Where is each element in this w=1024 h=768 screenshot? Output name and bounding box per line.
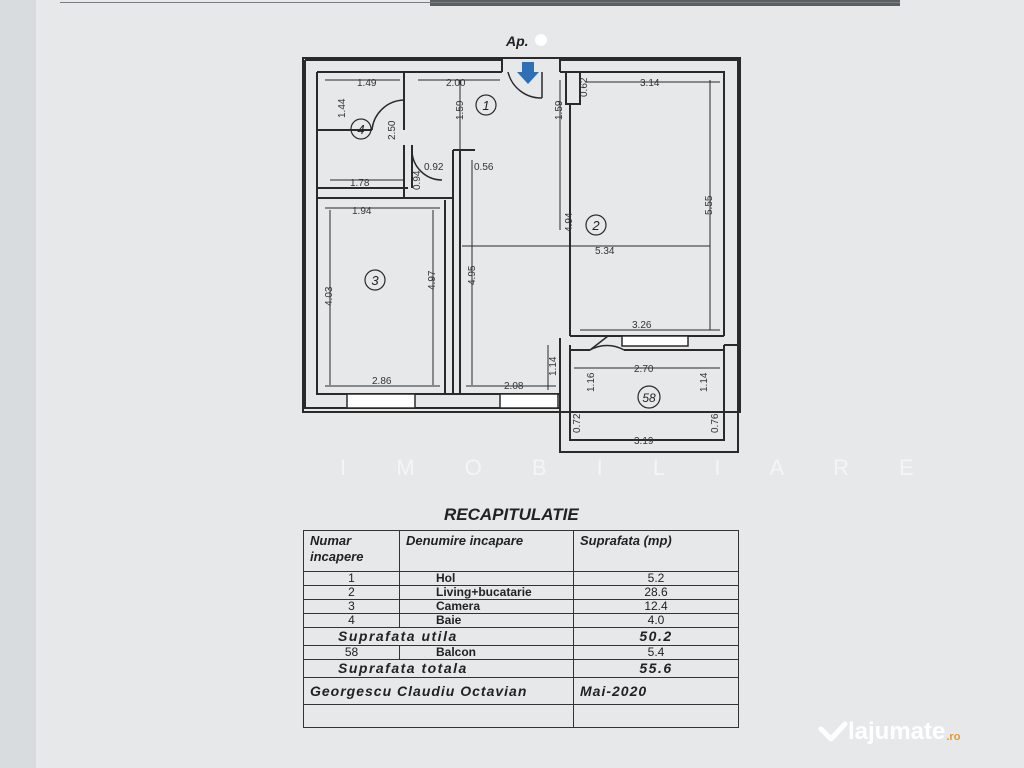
room-markers [350,94,661,409]
door-swings [371,71,625,351]
dim-liv-l: 4.95 [467,265,478,285]
blank-cell [303,704,574,728]
redaction-blur [535,34,547,46]
cell-area: 12.4 [573,599,739,614]
dim-bal-r: 1.14 [699,372,710,392]
cell-name: Camera [399,599,574,614]
brand-suffix: .ro [946,731,961,743]
total-row: Suprafata totala 55.6 [303,659,739,678]
cell-area: 28.6 [573,585,739,600]
dimension-lines [325,79,720,441]
floor-plan: Ap. 1.49 2.00 3.14 1.78 0.92 0.56 1.94 5… [302,33,741,453]
dim-liv-bot2: 2.08 [504,381,524,392]
cell-name: Balcon [399,645,574,660]
dim-door-bath: 2.50 [387,120,398,140]
dim-liv-h: 4.94 [564,212,575,232]
room-3-number: 3 [371,273,379,288]
dim-bal-l: 1.14 [548,356,559,376]
dim-bath-b: 1.78 [350,178,370,189]
cell-name: Hol [399,571,574,586]
dim-pillar: 0.62 [579,77,590,97]
room-4-number: 4 [357,122,364,137]
dim-liv-r: 5.55 [704,195,715,215]
entrance-arrow-icon [517,62,539,84]
lajumate-logo[interactable]: lajumate.ro [818,718,960,746]
room-2-number: 2 [591,218,600,233]
util-value: 50.2 [573,627,739,646]
recap-table: Numar incapere Denumire incapare Suprafa… [303,530,739,728]
total-value: 55.6 [573,659,739,678]
dim-bath-w: 1.49 [357,78,377,89]
cell-name: Living+bucatarie [399,585,574,600]
dim-bal-in: 1.16 [586,372,597,392]
balcony-row: 58 Balcon 5.4 [303,645,739,660]
author-row: Georgescu Claudiu Octavian Mai-2020 [303,677,739,705]
total-label: Suprafata totala [303,659,574,678]
cell-num: 4 [303,613,400,628]
cell-area: 5.2 [573,571,739,586]
watermark-text: I M O B I L I A R E [340,455,936,480]
table-row: 3 Camera 12.4 [303,599,739,614]
util-row: Suprafata utila 50.2 [303,627,739,646]
header-numar: Numar incapere [303,530,400,572]
cell-num: 3 [303,599,400,614]
recap-title: RECAPITULATIE [444,505,579,524]
author-name: Georgescu Claudiu Octavian [303,677,574,705]
cell-area: 4.0 [573,613,739,628]
dim-room-l: 4.03 [324,286,335,306]
cell-name: Baie [399,613,574,628]
heart-check-icon [818,721,848,742]
dim-liv-bot: 3.26 [632,320,652,331]
cell-num: 2 [303,585,400,600]
room-1-number: 1 [482,98,489,113]
dim-room-r: 4.97 [427,270,438,290]
blank-row [303,704,739,728]
apartment-label: Ap. [505,33,529,49]
cell-num: 58 [303,645,400,660]
top-border-bar [430,0,900,6]
dim-door-rm: 0.94 [412,170,423,190]
room-58-number: 58 [642,391,656,405]
windows [346,335,689,409]
dimension-labels: 1.49 2.00 3.14 1.78 0.92 0.56 1.94 5.34 … [350,78,660,447]
room-numbers: 1 2 3 4 58 [357,98,656,405]
table-row: 1 Hol 5.2 [303,571,739,586]
cell-area: 5.4 [573,645,739,660]
dim-bal-rr: 0.76 [710,413,721,433]
blank-cell [573,704,739,728]
top-border-line [60,2,900,3]
dim-hall-h: 1.59 [455,100,466,120]
dim-bal-bot: 3.19 [634,436,654,447]
header-denumire: Denumire incapare [399,530,574,572]
dim-bal-top: 2.70 [634,364,654,375]
table-row: 2 Living+bucatarie 28.6 [303,585,739,600]
dim-room-bot: 2.86 [372,376,392,387]
dim-hall-b: 0.92 [424,162,444,173]
header-suprafata: Suprafata (mp) [573,530,739,572]
dim-liv-top: 1.59 [554,100,565,120]
cell-num: 1 [303,571,400,586]
document-date: Mai-2020 [573,677,739,705]
dim-bal-ll: 0.72 [572,413,583,433]
dimension-labels-vertical: 1.44 2.50 1.59 1.59 0.62 0.94 4.94 5.55 … [324,77,721,433]
brand-name: lajumate [848,718,946,745]
dim-hall-w: 2.00 [446,78,466,89]
dim-room-w: 1.94 [352,206,372,217]
wall-lines [304,59,739,453]
util-label: Suprafata utila [303,627,574,646]
dim-liv-mid: 5.34 [595,246,615,257]
dim-hall-b2: 0.56 [474,162,494,173]
table-row: 4 Baie 4.0 [303,613,739,628]
dim-liv-w: 3.14 [640,78,660,89]
outer-wall [302,57,741,413]
recap-header-row: Numar incapere Denumire incapare Suprafa… [303,530,739,572]
dim-bath-h: 1.44 [337,98,348,118]
